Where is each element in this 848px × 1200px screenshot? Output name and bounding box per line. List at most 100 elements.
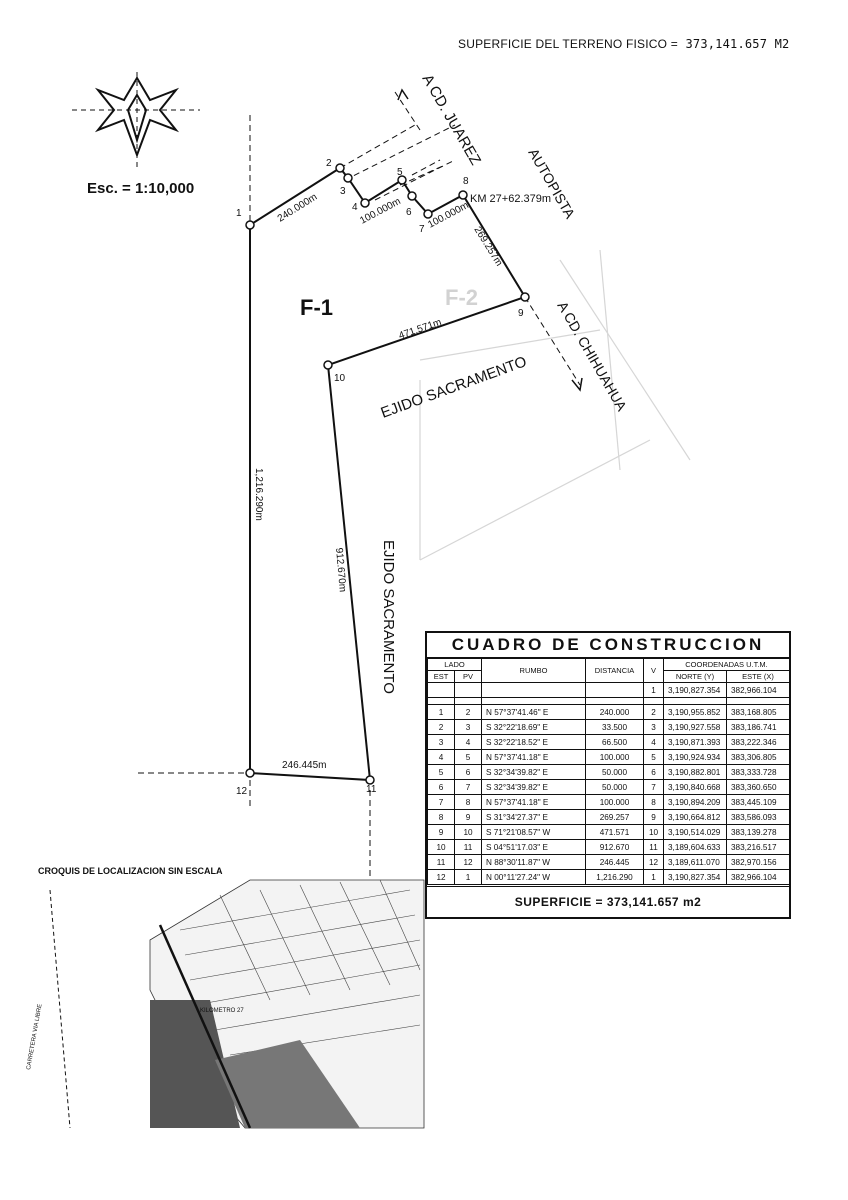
reference-dashes (138, 91, 581, 880)
cell-pv: 4 (454, 734, 482, 750)
total-area-value: 373,141.657 M2 (685, 37, 790, 51)
cell-v: 7 (643, 779, 664, 795)
cell-rumbo: S 32°34'39.82" E (481, 779, 586, 795)
cell-norte: 3,190,840.668 (663, 779, 727, 795)
cell-dist: 66.500 (585, 734, 644, 750)
cell-este: 383,306.805 (725, 749, 791, 765)
cell-v: 2 (643, 704, 664, 720)
cell-pv: 12 (454, 854, 482, 870)
background-ghost-lines (419, 249, 691, 561)
cell-norte: 3,190,894.209 (663, 794, 727, 810)
cell-pv: 2 (454, 704, 482, 720)
table-spacer-row (427, 697, 791, 705)
vertex-label-5: 5 (397, 167, 403, 178)
cell-este: 383,222.346 (725, 734, 791, 750)
cell-v: 1 (643, 869, 664, 885)
cell-dist: 1,216.290 (585, 869, 644, 885)
cell-norte: 3,190,955.852 (663, 704, 727, 720)
cell-dist: 246.445 (585, 854, 644, 870)
vertex-label-9: 9 (518, 308, 524, 319)
cell-pv: 6 (454, 764, 482, 780)
header-v: V (643, 658, 664, 683)
scale-label: Esc. = 1:10,000 (87, 180, 195, 197)
segment-label-8-9: 269.257m (471, 225, 504, 269)
north-arrow-icon (72, 72, 200, 168)
cell-rumbo: N 00°11'27.24" W (481, 869, 586, 885)
cell-rumbo: S 32°34'39.82" E (481, 764, 586, 780)
cell-pv: 8 (454, 794, 482, 810)
header-distancia: DISTANCIA (585, 658, 644, 683)
cell-est: 6 (427, 779, 455, 795)
cell-norte: 3,189,604.633 (663, 839, 727, 855)
cell-norte: 3,190,882.801 (663, 764, 727, 780)
cell-est: 7 (427, 794, 455, 810)
vertex-label-6: 6 (406, 207, 412, 218)
vertex-label-2: 2 (326, 158, 332, 169)
label-a-cd-chihuahua: A CD. CHIHUAHUA (554, 299, 630, 415)
croquis-block-grid (179, 879, 421, 1056)
vertex-label-7: 7 (419, 224, 425, 235)
cell-dist: 100.000 (585, 794, 644, 810)
cell-v: 10 (643, 824, 664, 840)
cell-est: 12 (427, 869, 455, 885)
cell-este: 382,970.156 (725, 854, 791, 870)
label-a-cd-juarez: A CD. JUAREZ (419, 72, 485, 169)
cell-v: 8 (643, 794, 664, 810)
header-pv: PV (454, 670, 482, 683)
cell-est: 2 (427, 719, 455, 735)
cell-dist: 50.000 (585, 764, 644, 780)
cell-est: 3 (427, 734, 455, 750)
cell-norte: 3,190,927.558 (663, 719, 727, 735)
cell-norte: 3,190,871.393 (663, 734, 727, 750)
cell-pv: 3 (454, 719, 482, 735)
cell-rumbo: N 57°37'41.18" E (481, 749, 586, 765)
header-coordenadas: COORDENADAS U.T.M. (662, 658, 791, 671)
cell-norte: 3,190,924.934 (663, 749, 727, 765)
construction-table-footer: SUPERFICIE = 373,141.657 m2 (427, 886, 789, 917)
cell-rumbo: S 32°22'18.52" E (481, 734, 586, 750)
cell-este: 383,360.650 (725, 779, 791, 795)
cell-dist: 33.500 (585, 719, 644, 735)
label-km: KM 27+62.379m (470, 193, 551, 205)
cell-v: 3 (643, 719, 664, 735)
cell-pv: 11 (454, 839, 482, 855)
croquis-carretera-line (49, 889, 71, 1129)
cell-v: 5 (643, 749, 664, 765)
cell-v: 4 (643, 734, 664, 750)
header-este: ESTE (X) (725, 670, 791, 683)
cell-dist: 471.571 (585, 824, 644, 840)
cell-este: 383,216.517 (725, 839, 791, 855)
vertex-label-3: 3 (340, 186, 346, 197)
cell-rumbo: N 57°37'41.46" E (481, 704, 586, 720)
header-est: EST (427, 670, 455, 683)
cell-est: 4 (427, 749, 455, 765)
background-f2-label: F-2 (445, 285, 478, 310)
cell-pv: 7 (454, 779, 482, 795)
vertex-label-10: 10 (334, 373, 346, 384)
header-rumbo: RUMBO (481, 658, 586, 683)
cell-pv: 9 (454, 809, 482, 825)
cell-est: 9 (427, 824, 455, 840)
cell-norte: 3,190,827.354 (663, 682, 727, 698)
cell-pv: 5 (454, 749, 482, 765)
cell-est: 8 (427, 809, 455, 825)
cell-rumbo: N 57°37'41.18" E (481, 794, 586, 810)
header-lado: LADO (427, 658, 482, 671)
label-autopista: AUTOPISTA (525, 146, 578, 222)
cell-este: 383,186.741 (725, 719, 791, 735)
croquis-residential-zone (215, 1040, 360, 1128)
cell-dist: 912.670 (585, 839, 644, 855)
segment-label-10-11: 912.670m (333, 547, 348, 592)
direction-arrows (397, 88, 583, 392)
croquis-highway (158, 924, 252, 1129)
cell-pv: 10 (454, 824, 482, 840)
cell-rumbo: S 31°34'27.37" E (481, 809, 586, 825)
